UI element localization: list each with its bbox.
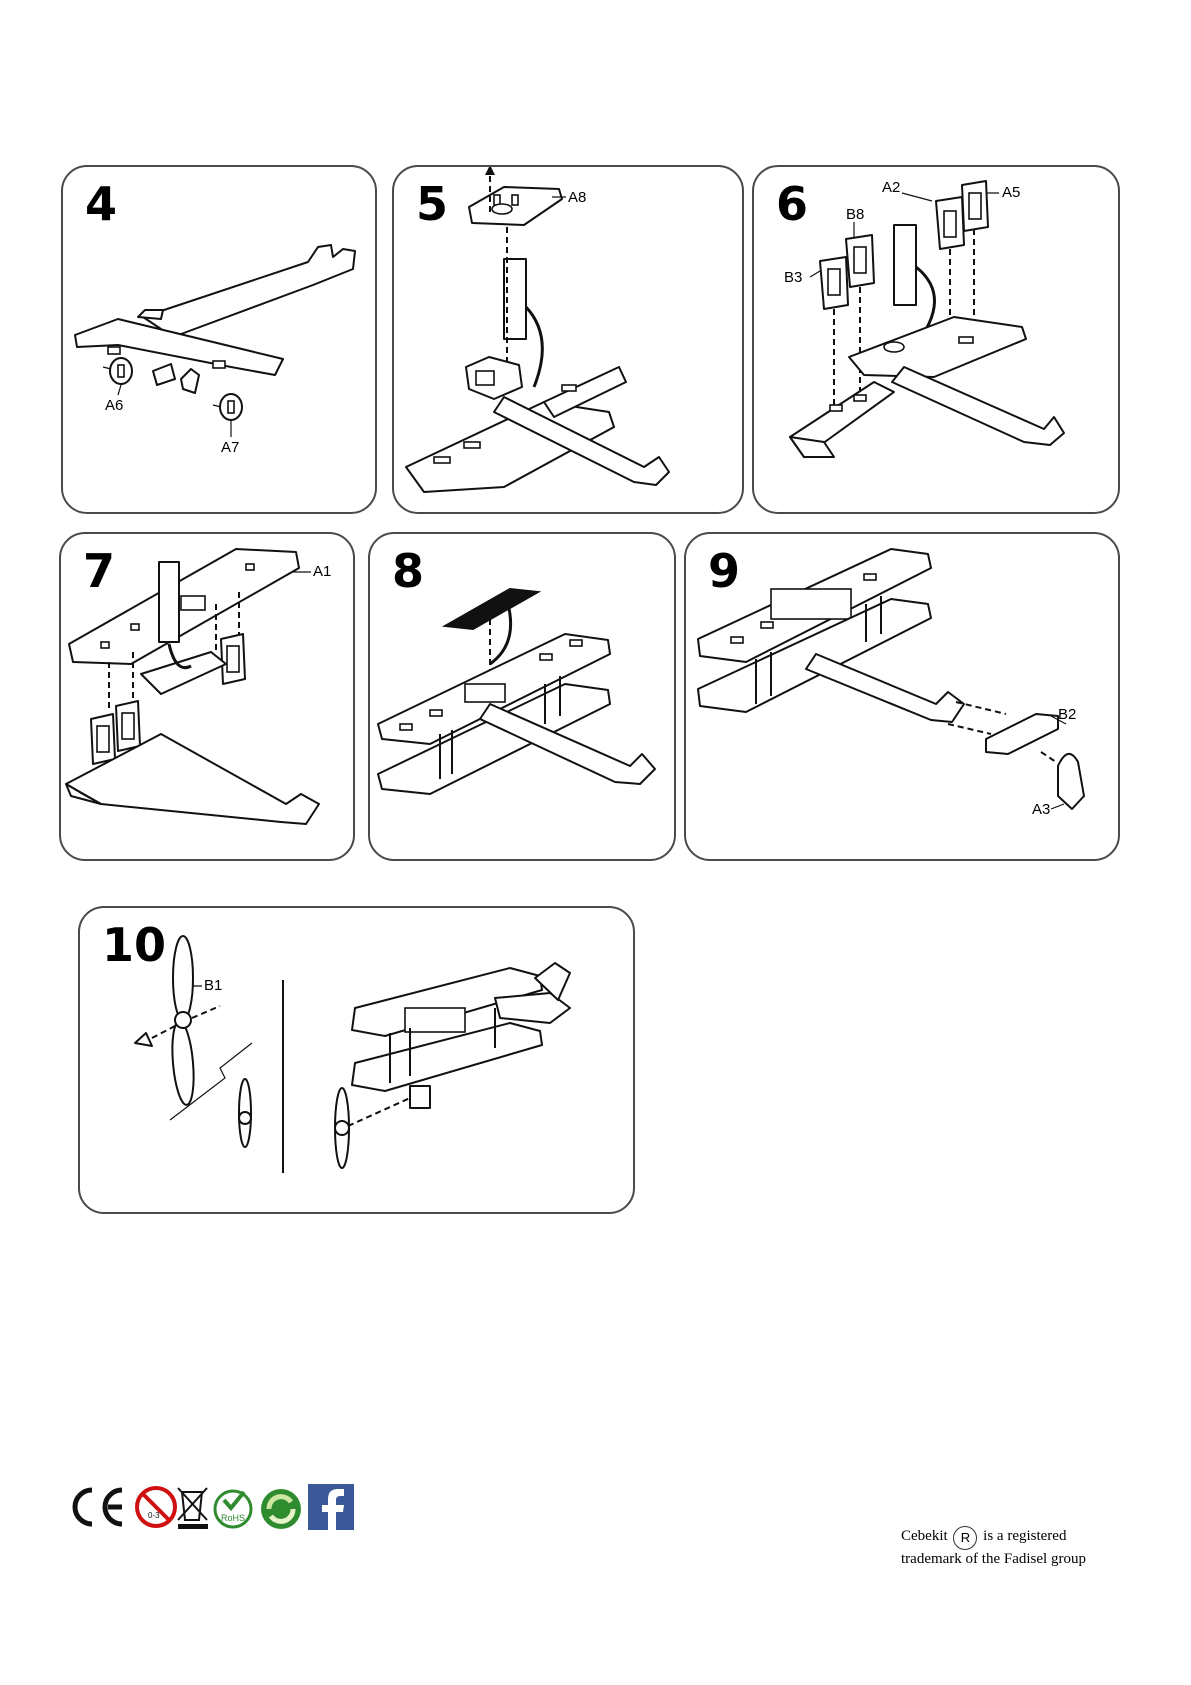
- part-label: A3: [1032, 801, 1050, 818]
- part-label: B2: [1058, 706, 1076, 723]
- trademark-line-2: trademark of the Fadisel group: [901, 1550, 1141, 1569]
- rohs-icon: RoHS: [215, 1491, 251, 1527]
- part-label: A2: [882, 179, 900, 196]
- step-5-panel: 5 A8: [392, 165, 744, 514]
- green-dot-recycling-icon: [261, 1489, 301, 1529]
- weee-bin-icon: [178, 1488, 208, 1529]
- step-7-illustration: A1: [61, 534, 355, 861]
- facebook-icon: [308, 1484, 354, 1530]
- part-label: A8: [568, 189, 586, 206]
- part-label: A7: [221, 439, 239, 456]
- step-9-illustration: B2 A3: [686, 534, 1120, 861]
- step-6-panel: 6 A2 A5 B8 B3: [752, 165, 1120, 514]
- svg-text:0-3: 0-3: [148, 1511, 160, 1520]
- step-8-panel: 8: [368, 532, 676, 861]
- step-10-panel: 10 B1: [78, 906, 635, 1214]
- part-label: B3: [784, 269, 802, 286]
- step-5-illustration: A8: [394, 167, 744, 514]
- step-4-panel: 4 A6 A7: [61, 165, 377, 514]
- step-6-illustration: A2 A5 B8 B3: [754, 167, 1120, 514]
- certification-logos: 0-3 RoHS: [70, 1482, 360, 1532]
- part-label: B1: [204, 977, 222, 994]
- ce-mark-icon: [75, 1490, 122, 1524]
- trademark-notice: Cebekit R is a registered trademark of t…: [901, 1526, 1141, 1569]
- part-label: A5: [1002, 184, 1020, 201]
- step-8-illustration: [370, 534, 676, 861]
- trademark-line-1: Cebekit R is a registered: [901, 1526, 1141, 1550]
- brand-name: Cebekit: [901, 1528, 948, 1544]
- step-4-illustration: A6 A7: [63, 167, 377, 514]
- step-7-panel: 7 A1: [59, 532, 355, 861]
- step-9-panel: 9 B2 A3: [684, 532, 1120, 861]
- part-label: A6: [105, 397, 123, 414]
- trademark-text: is a registered: [983, 1528, 1066, 1544]
- step-10-illustration: B1: [80, 908, 635, 1214]
- part-label: A1: [313, 563, 331, 580]
- svg-text:RoHS: RoHS: [221, 1513, 245, 1523]
- registered-icon: R: [953, 1526, 977, 1550]
- age-warning-icon: 0-3: [137, 1488, 175, 1526]
- part-label: B8: [846, 206, 864, 223]
